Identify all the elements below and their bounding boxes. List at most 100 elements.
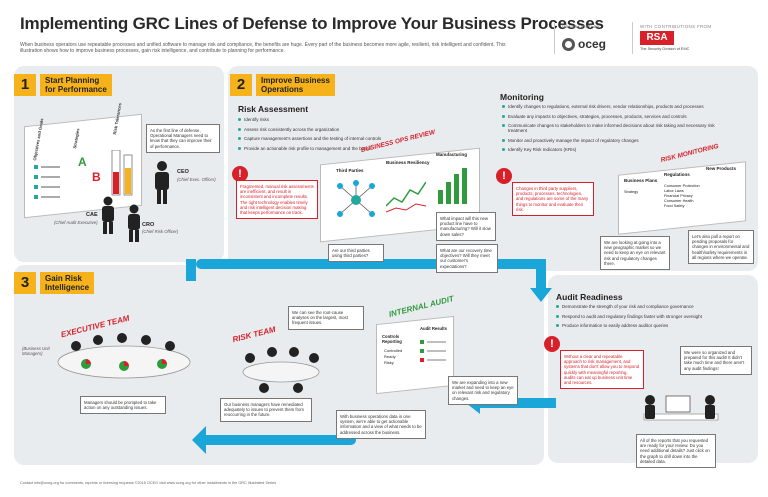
speech-bubble-reports: All of the reports that you requested ar… xyxy=(636,434,716,469)
speech-bubble-third-parties: Are our third parties using third partie… xyxy=(328,244,384,263)
cro-label: CRO xyxy=(142,222,155,228)
executive-meeting-table-icon xyxy=(57,333,191,379)
section-2-title-line1: Improve Business xyxy=(261,76,330,85)
cro-figure-icon xyxy=(128,204,140,242)
oceg-logo-icon xyxy=(562,37,575,51)
list-item: Monitor and proactively manage the impac… xyxy=(502,138,732,143)
cae-figure-icon xyxy=(102,196,114,234)
auditor-desk-icon xyxy=(643,395,719,421)
risk-board-header: Business Plans xyxy=(624,178,658,183)
list-item: Risky xyxy=(384,360,394,365)
oceg-logo-text: oceg xyxy=(578,37,607,51)
ceo-sublabel: (Chief Exec. Officer) xyxy=(177,177,216,182)
list-item: Financial Privacy xyxy=(664,194,693,198)
rsa-tagline: The Security Division of EMC xyxy=(640,47,690,51)
ops-board-header: Manufacturing xyxy=(436,152,467,157)
list-item: Identify changes to regulations, externa… xyxy=(502,104,732,109)
flow-arrow-bottom-left xyxy=(196,435,356,445)
risk-board-items-regs: Consumer Protection Labor Laws Financial… xyxy=(664,184,700,209)
section-1-title: Start Planning for Performance xyxy=(40,74,112,96)
list-item: Food Safety xyxy=(664,204,685,208)
flow-arrowhead-down-icon xyxy=(530,288,552,302)
speech-bubble-impact: What impact will this new product line h… xyxy=(436,212,496,241)
section-2-title-line2: Operations xyxy=(261,85,304,94)
warning-icon: ! xyxy=(232,166,248,182)
warning-text-audits: Without a clear and repeatable approach … xyxy=(560,350,644,390)
flow-arrowhead-left-icon-2 xyxy=(192,426,206,454)
page-subtitle: When business operators use repeatable p… xyxy=(20,42,506,55)
cro-sublabel: (Chief Risk Officer) xyxy=(142,229,179,234)
list-item: Demonstrate the strength of your risk an… xyxy=(556,304,752,309)
monitoring-heading: Monitoring xyxy=(500,92,544,102)
business-unit-managers-label: (Business Unit Managers) xyxy=(22,346,50,356)
cae-sublabel: (Chief Audit Executive) xyxy=(54,220,98,225)
section-1-title-line1: Start Planning xyxy=(45,76,100,85)
risk-board-items: Strategy xyxy=(624,190,638,195)
risk-assessment-list: Identify risks Assess risk consistently … xyxy=(238,117,398,155)
gauge-icon xyxy=(111,150,133,196)
list-item: Produce information to easily address au… xyxy=(556,323,752,328)
section-3-number: 3 xyxy=(14,272,36,294)
section-1-number: 1 xyxy=(14,74,36,96)
speech-bubble-data: With business operations data in one sys… xyxy=(336,410,426,439)
list-item: Provide an actionable risk profile to ma… xyxy=(238,146,398,151)
speech-bubble-geo: We are looking at going into a new geogr… xyxy=(600,236,670,271)
section-3-title-line2: Intelligence xyxy=(45,283,90,292)
list-item: Assess risk consistently across the orga… xyxy=(238,127,398,132)
audit-board-header: Audit Results xyxy=(420,326,447,331)
section-2-title: Improve Business Operations xyxy=(256,74,335,96)
list-item: Respond to audit and regulatory findings… xyxy=(556,314,752,319)
ceo-figure-icon xyxy=(155,161,169,204)
section-3-title-line1: Gain Risk xyxy=(45,274,82,283)
planning-letter-b: B xyxy=(92,170,101,184)
risk-team-table-icon xyxy=(242,347,320,393)
speech-bubble-organized: We were so organized and prepared for th… xyxy=(680,346,752,375)
list-item: Evaluate any impacts to objectives, stra… xyxy=(502,114,732,119)
audit-readiness-heading: Audit Readiness xyxy=(556,292,623,302)
list-item: Ready xyxy=(384,354,396,359)
contributions-label: WITH CONTRIBUTIONS FROM xyxy=(640,24,712,29)
speech-bubble-root-cause: We can see the root-cause analyses on th… xyxy=(288,306,364,330)
flow-arrow-right xyxy=(536,259,546,294)
divider xyxy=(632,22,633,54)
page-header: Implementing GRC Lines of Defense to Imp… xyxy=(0,0,768,62)
warning-text-assessments: Fragmented, manual risk assessments are … xyxy=(236,180,318,220)
list-item: Strategy xyxy=(624,190,639,194)
speech-bubble-recovery: What are our recovery time objectives? W… xyxy=(436,244,498,273)
audit-checklist-icon xyxy=(420,340,446,362)
manufacturing-bars-icon xyxy=(438,168,467,204)
ceo-label: CEO xyxy=(177,169,189,175)
speech-bubble-remediated: Our business managers have remediated ad… xyxy=(220,398,312,422)
list-item: Controlled xyxy=(384,348,403,353)
section-3-title: Gain Risk Intelligence xyxy=(40,272,95,294)
risk-board-header: New Products xyxy=(706,166,737,171)
rsa-logo-text: RSA xyxy=(640,31,674,45)
footer-text: Contact info@oceg.org for comments, repr… xyxy=(20,481,277,485)
speech-bubble-report: Let's also pull a report on pending prop… xyxy=(688,230,754,265)
warning-icon: ! xyxy=(496,168,512,184)
speech-bubble-managers: As the first line of defense, Operationa… xyxy=(146,124,220,153)
list-item: Consumer Health xyxy=(664,199,694,203)
flow-arrow-left-stub xyxy=(186,259,196,281)
section-1-title-line2: for Performance xyxy=(45,85,107,94)
audit-readiness-list: Demonstrate the strength of your risk an… xyxy=(556,304,752,333)
list-item: Consumer Protection xyxy=(664,184,700,188)
oceg-logo[interactable]: oceg xyxy=(562,37,606,51)
list-item: Communicate changes to stakeholders to m… xyxy=(502,123,732,133)
warning-icon: ! xyxy=(544,336,560,352)
speech-bubble-prompted: Managers should be prompted to take acti… xyxy=(80,396,166,415)
rsa-logo[interactable]: RSA The Security Division of EMC xyxy=(640,31,689,51)
audit-board-header: Controls Reporting xyxy=(382,334,402,344)
monitoring-list: Identify changes to regulations, externa… xyxy=(502,104,732,157)
network-diagram-icon xyxy=(337,180,375,217)
risk-assessment-heading: Risk Assessment xyxy=(238,104,309,114)
divider xyxy=(554,22,555,54)
list-item: Capture management's assertions and the … xyxy=(238,136,398,141)
ops-board-header: Business Resiliency xyxy=(386,160,430,165)
list-item: Identify Key Risk Indicators (KRIs) xyxy=(502,147,732,152)
warning-text-changes: Changes in third party suppliers, produc… xyxy=(512,182,594,217)
resiliency-chart-icon xyxy=(386,181,426,213)
planning-letter-a: A xyxy=(78,155,87,169)
audit-board-items: Controlled Ready Risky xyxy=(384,348,402,366)
developed-by-label: DEVELOPED BY xyxy=(562,24,601,29)
